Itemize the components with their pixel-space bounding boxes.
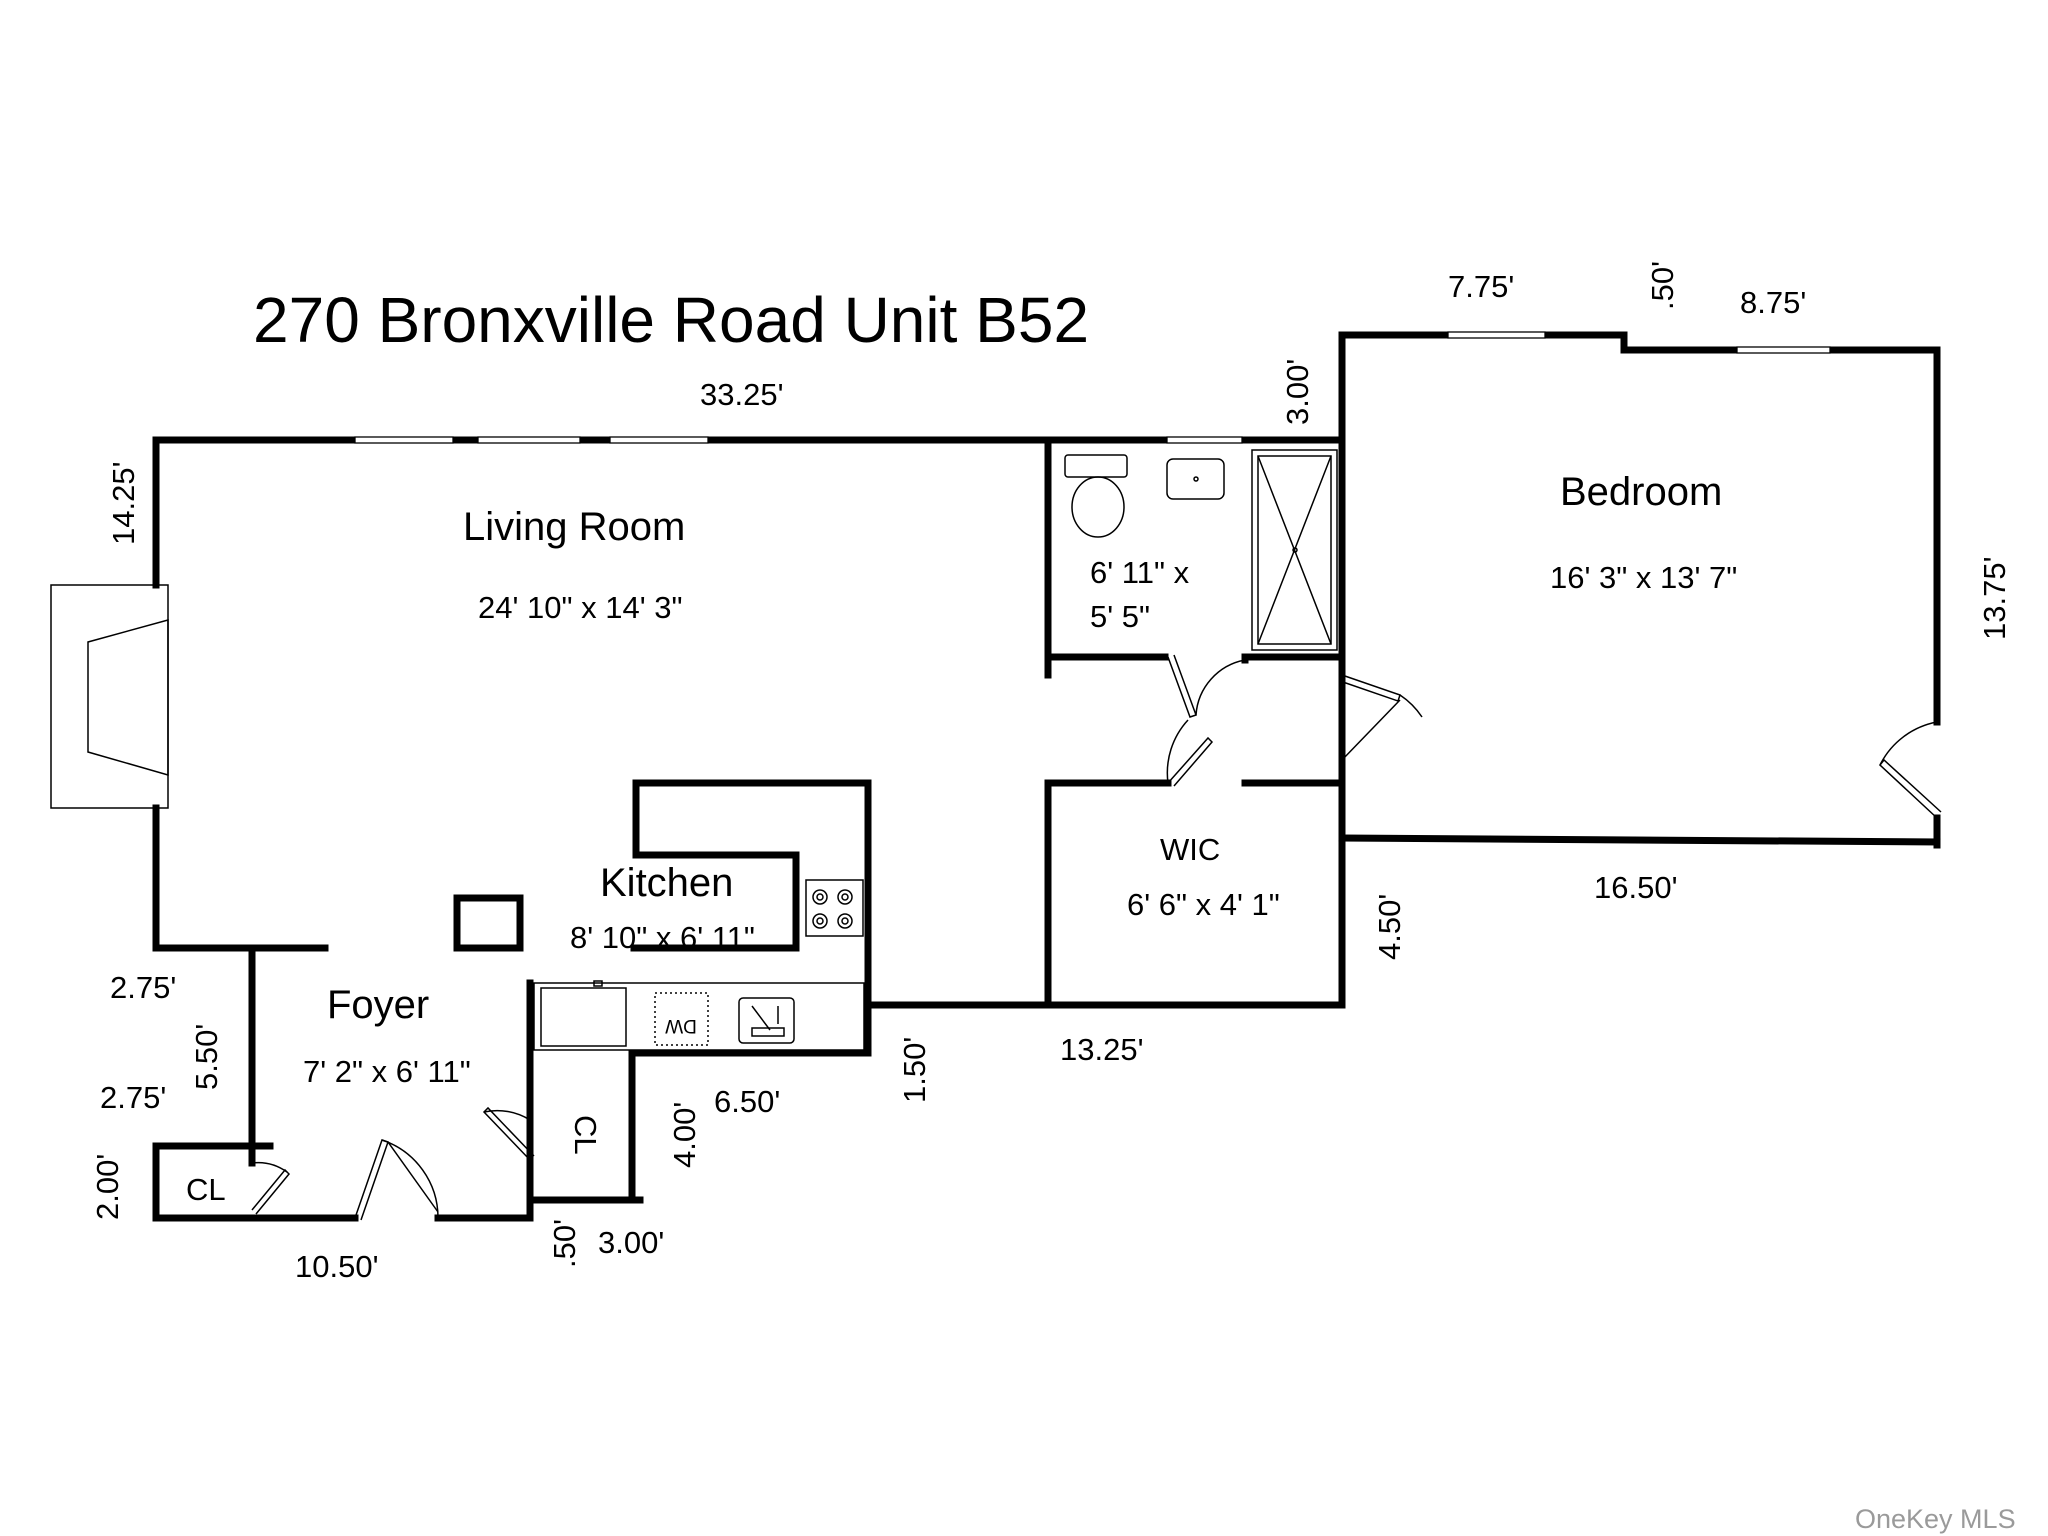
measure-closet-bottom: 3.00' — [598, 1225, 664, 1260]
dishwasher — [654, 992, 709, 1046]
wic-top-wall — [1044, 779, 1172, 1009]
kitchen-size: 8' 10" x 6' 11" — [570, 920, 755, 955]
measure-bed-top-left: 7.75' — [1448, 269, 1514, 304]
page-title: 270 Bronxville Road Unit B52 — [253, 284, 1089, 356]
measure-foyer-step-bottom: 2.75' — [100, 1080, 166, 1115]
measure-wic-right: 4.50' — [1372, 894, 1407, 960]
measure-foyer-left: 5.50' — [189, 1024, 224, 1090]
measure-closet-left-side: 2.00' — [90, 1154, 125, 1220]
kitchen-counter — [533, 982, 865, 1051]
measure-bath-top: 3.00' — [1280, 359, 1315, 425]
kitchen-base-cabinet — [540, 987, 627, 1047]
bedroom-window-1 — [1447, 331, 1546, 339]
measure-closet-bottom-small: .50' — [547, 1219, 582, 1268]
closet-left-label: CL — [186, 1172, 226, 1207]
kitchen-label: Kitchen — [600, 861, 733, 905]
bedroom-bottom-wall — [1338, 834, 1941, 846]
bottom-main-wall — [526, 1001, 1346, 1204]
measure-foyer-step-top: 2.75' — [110, 970, 176, 1005]
measure-closet-side: 4.00' — [667, 1102, 702, 1168]
living-window-3 — [609, 436, 709, 444]
bath-window — [1166, 436, 1243, 444]
fireplace — [50, 581, 169, 809]
measure-kitchen-bottom: 6.50' — [714, 1084, 780, 1119]
foyer-bottom-wall-right — [434, 1196, 644, 1222]
measure-bed-bottom: 16.50' — [1594, 870, 1678, 905]
measure-bottom-mid: 13.25' — [1060, 1032, 1144, 1067]
bathroom-fixtures — [1064, 449, 1338, 651]
measure-bed-top-mid: .50' — [1645, 261, 1680, 310]
stove — [805, 879, 864, 937]
bedroom-top-wall-jog — [1541, 331, 1741, 354]
bedroom-window-2 — [1736, 346, 1831, 354]
living-room-size: 24' 10" x 14' 3" — [478, 590, 682, 625]
closet-right-label: CL — [568, 1115, 603, 1155]
living-room-label: Living Room — [463, 505, 685, 549]
measure-left-living: 14.25' — [106, 462, 141, 546]
walls — [152, 331, 1941, 1222]
windows — [354, 331, 1831, 444]
bath-size-line2: 5' 5" — [1090, 599, 1150, 634]
living-left-wall — [152, 804, 329, 952]
wic-label: WIC — [1160, 832, 1220, 867]
toilet-bowl — [1071, 476, 1125, 538]
bath-sink — [1166, 458, 1225, 500]
bath-size-line1: 6' 11" x — [1090, 555, 1190, 590]
shower — [1251, 449, 1338, 651]
measure-bed-top-right: 8.75' — [1740, 285, 1806, 320]
doors — [251, 654, 1942, 1221]
watermark: OneKey MLS — [1855, 1504, 2016, 1534]
bedroom-label: Bedroom — [1560, 470, 1722, 514]
living-top-wall — [152, 436, 359, 589]
bedroom-size: 16' 3" x 13' 7" — [1550, 560, 1737, 595]
measurements: 33.25' 14.25' 3.00' 7.75' .50' 8.75' 13.… — [90, 261, 2012, 1284]
living-window-1 — [354, 436, 454, 444]
foyer-pantry-box — [453, 894, 524, 952]
bedroom-top-wall — [1338, 331, 1452, 444]
kitchen-sink — [738, 997, 795, 1044]
wic-size: 6' 6" x 4' 1" — [1127, 887, 1280, 922]
measure-kitchen-step: 1.50' — [897, 1037, 932, 1103]
kitchen-fixtures — [533, 879, 865, 1051]
measure-top-living: 33.25' — [700, 377, 784, 412]
measure-foyer-bottom: 10.50' — [295, 1249, 379, 1284]
dishwasher-label: DW — [665, 1015, 697, 1036]
foyer-size: 7' 2" x 6' 11" — [303, 1054, 471, 1089]
toilet-tank — [1064, 454, 1128, 478]
kitchen-peninsula — [630, 779, 872, 1009]
living-window-2 — [477, 436, 581, 444]
foyer-label: Foyer — [327, 983, 429, 1027]
measure-bed-right: 13.75' — [1977, 557, 2012, 641]
